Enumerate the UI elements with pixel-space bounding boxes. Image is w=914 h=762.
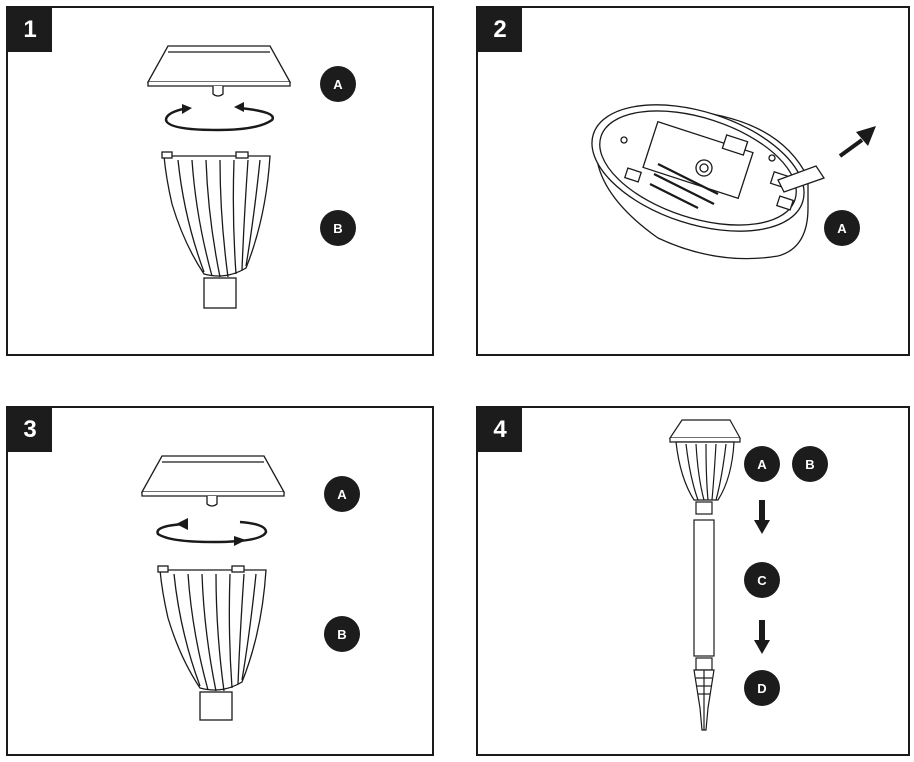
label-b-marker: B (324, 616, 360, 652)
step-number-badge: 2 (478, 8, 522, 52)
step-3-illustration: A B (140, 455, 360, 721)
label-a-marker: A (324, 476, 360, 512)
rotate-arrow-icon (156, 518, 268, 546)
svg-text:A: A (337, 487, 347, 502)
pull-arrow-icon (838, 126, 876, 158)
step-number-badge: 3 (8, 408, 52, 452)
step-panel-4: 4 A B (476, 406, 910, 756)
step-number-badge: 1 (8, 8, 52, 52)
down-arrow-icon (754, 500, 770, 534)
label-a-marker: A (744, 446, 780, 482)
pull-tab (777, 165, 826, 193)
down-arrow-icon (754, 620, 770, 654)
label-a-marker: A (320, 66, 356, 102)
solar-cap (140, 455, 286, 507)
label-b-marker: B (320, 210, 356, 246)
svg-text:A: A (757, 457, 767, 472)
assembled-lamp-head (668, 419, 742, 515)
label-a-marker: A (824, 210, 860, 246)
label-d-marker: D (744, 670, 780, 706)
label-b-marker: B (792, 446, 828, 482)
svg-text:A: A (333, 77, 343, 92)
lamp-body (157, 565, 267, 721)
solar-cap (146, 45, 292, 97)
label-c-marker: C (744, 562, 780, 598)
step-panel-3: 3 A (6, 406, 434, 756)
step-2-illustration: A (591, 104, 876, 260)
step-number-badge: 4 (478, 408, 522, 452)
svg-text:B: B (337, 627, 346, 642)
svg-text:C: C (757, 573, 767, 588)
step-4-illustration: A B C D (668, 419, 828, 731)
svg-text:B: B (805, 457, 814, 472)
step-panel-2: 2 A (476, 6, 910, 356)
step-1-illustration: A B (146, 45, 356, 309)
svg-text:B: B (333, 221, 342, 236)
stake-tube (693, 519, 715, 657)
svg-text:D: D (757, 681, 766, 696)
ground-spike (693, 657, 715, 731)
svg-text:A: A (837, 221, 847, 236)
rotate-arrow-icon (164, 102, 275, 132)
step-panel-1: 1 A (6, 6, 434, 356)
inverted-solar-cap (591, 104, 809, 260)
lamp-body (161, 151, 271, 309)
